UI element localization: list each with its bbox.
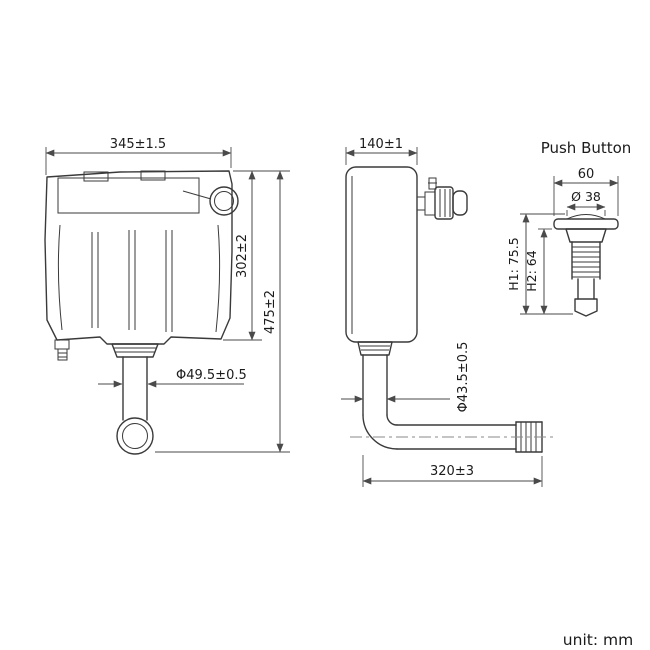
front-total-height-dimension: 475±2 <box>155 170 290 453</box>
side-tank-outline <box>345 166 418 343</box>
side-inlet-valve <box>416 177 468 220</box>
front-outlet-seal-outer <box>116 417 154 455</box>
push-button-cap-diameter-dimension: Ø 38 <box>566 189 606 216</box>
front-outlet-pipe <box>111 343 159 455</box>
side-view: 140±1 <box>341 137 556 487</box>
push-button-width-label: 60 <box>578 167 595 182</box>
side-depth-dim-label: 140±1 <box>359 137 403 152</box>
front-tank-outline <box>44 170 233 345</box>
front-tank-ribs <box>57 224 221 333</box>
front-tank-top-recess <box>57 177 200 214</box>
push-button-body <box>553 214 619 317</box>
side-pipe-length-label: 320±3 <box>430 464 474 479</box>
push-button-cap-diameter-label: Ø 38 <box>571 189 601 204</box>
push-button-width-dimension: 60 <box>553 167 619 216</box>
front-outlet-seal-inner <box>122 423 148 449</box>
push-button-thread-lines <box>572 246 600 278</box>
push-button-title: Push Button <box>541 139 632 157</box>
push-button-h1-label: H1: 75.5 <box>506 237 521 290</box>
unit-label: unit: mm <box>563 631 633 649</box>
front-flush-valve-cap <box>182 186 239 216</box>
push-button-h2-dimension: H2: 64 <box>524 228 552 315</box>
push-button-h2-label: H2: 64 <box>524 250 539 291</box>
front-total-height-dim-label: 475±2 <box>263 290 278 334</box>
side-depth-dimension: 140±1 <box>345 137 418 165</box>
front-view: 345±1.5 302±2 475±2 Φ49.5±0.5 <box>44 137 290 455</box>
front-tank-tab-left <box>83 171 109 182</box>
side-pipe-diameter-dimension: Φ43.5±0.5 <box>341 342 471 413</box>
front-inlet-fitting <box>54 339 70 361</box>
front-tank-height-dimension: 302±2 <box>223 170 290 341</box>
side-outlet-bend-pipe <box>350 341 556 453</box>
front-outlet-diameter-dimension: Φ49.5±0.5 <box>98 368 247 388</box>
side-pipe-length-dimension: 320±3 <box>362 455 543 487</box>
push-button-clip <box>574 298 598 317</box>
push-button-detail: Push Button 60 Ø 38 <box>506 139 632 317</box>
front-tank-tab-right <box>140 170 166 181</box>
front-width-dimension: 345±1.5 <box>45 137 232 175</box>
front-tank-height-dim-label: 302±2 <box>235 234 250 278</box>
front-width-dim-label: 345±1.5 <box>110 137 166 152</box>
side-pipe-diameter-label: Φ43.5±0.5 <box>456 342 471 413</box>
front-outlet-diameter-label: Φ49.5±0.5 <box>176 368 247 383</box>
